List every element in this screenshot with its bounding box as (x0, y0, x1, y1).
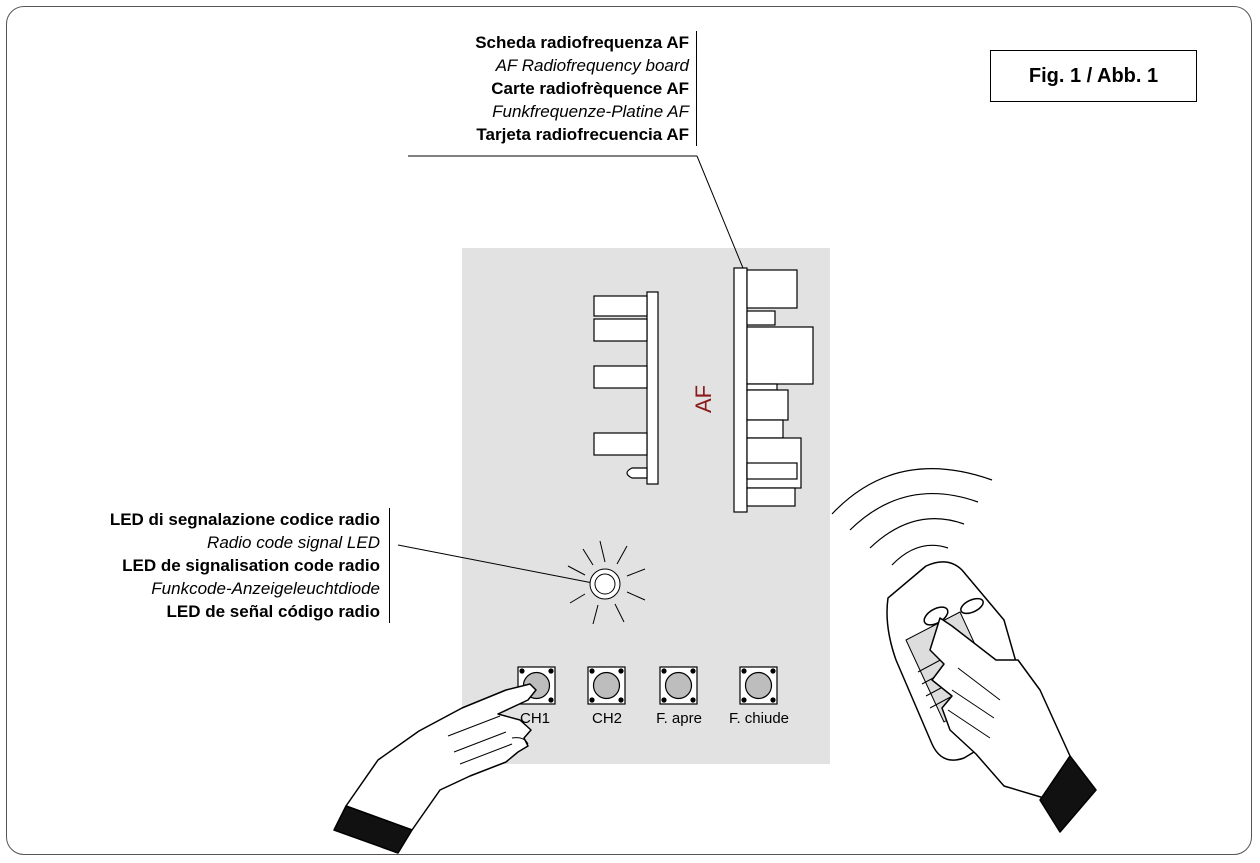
af-board-label-block: Scheda radiofrequenza AF AF Radiofrequen… (475, 31, 697, 146)
led-label-it: LED di segnalazione codice radio (109, 510, 380, 529)
af-board-label-en: AF Radiofrequency board (495, 56, 689, 75)
af-board-label-fr: Carte radiofrèquence AF (491, 79, 689, 98)
af-radio-board (733, 267, 814, 513)
af-board-label-es: Tarjeta radiofrecuencia AF (476, 125, 689, 144)
led-label-es: LED de señal código radio (166, 602, 380, 621)
pointing-hand-icon (333, 683, 537, 854)
led-indicator (567, 540, 646, 625)
button-f-chiude-label: F. chiude (728, 710, 790, 727)
button-f-apre-label: F. apre (656, 710, 702, 727)
radio-waves-icon (831, 468, 993, 566)
led-label-en: Radio code signal LED (207, 533, 380, 552)
button-f-chiude-icon (739, 666, 778, 705)
led-label-block: LED di segnalazione codice radio Radio c… (110, 508, 390, 623)
figure-frame (6, 6, 1252, 855)
button-ch2-icon (587, 666, 626, 705)
af-board-label-it: Scheda radiofrequenza AF (475, 33, 689, 52)
terminal-connector (593, 291, 659, 485)
led-label-de: Funkcode-Anzeigeleuchtdiode (151, 579, 380, 598)
led-label-fr: LED de signalisation code radio (122, 556, 380, 575)
button-ch2-label: CH2 (591, 710, 622, 727)
button-ch1-label: CH1 (519, 710, 550, 727)
board-af-text: AF (691, 385, 716, 413)
holding-hand-icon (929, 617, 1097, 833)
led-leader-line (397, 544, 599, 585)
af-board-label-de: Funkfrequenze-Platine AF (492, 102, 689, 121)
button-f-apre-icon (659, 666, 698, 705)
figure-label: Fig. 1 / Abb. 1 (990, 50, 1197, 102)
